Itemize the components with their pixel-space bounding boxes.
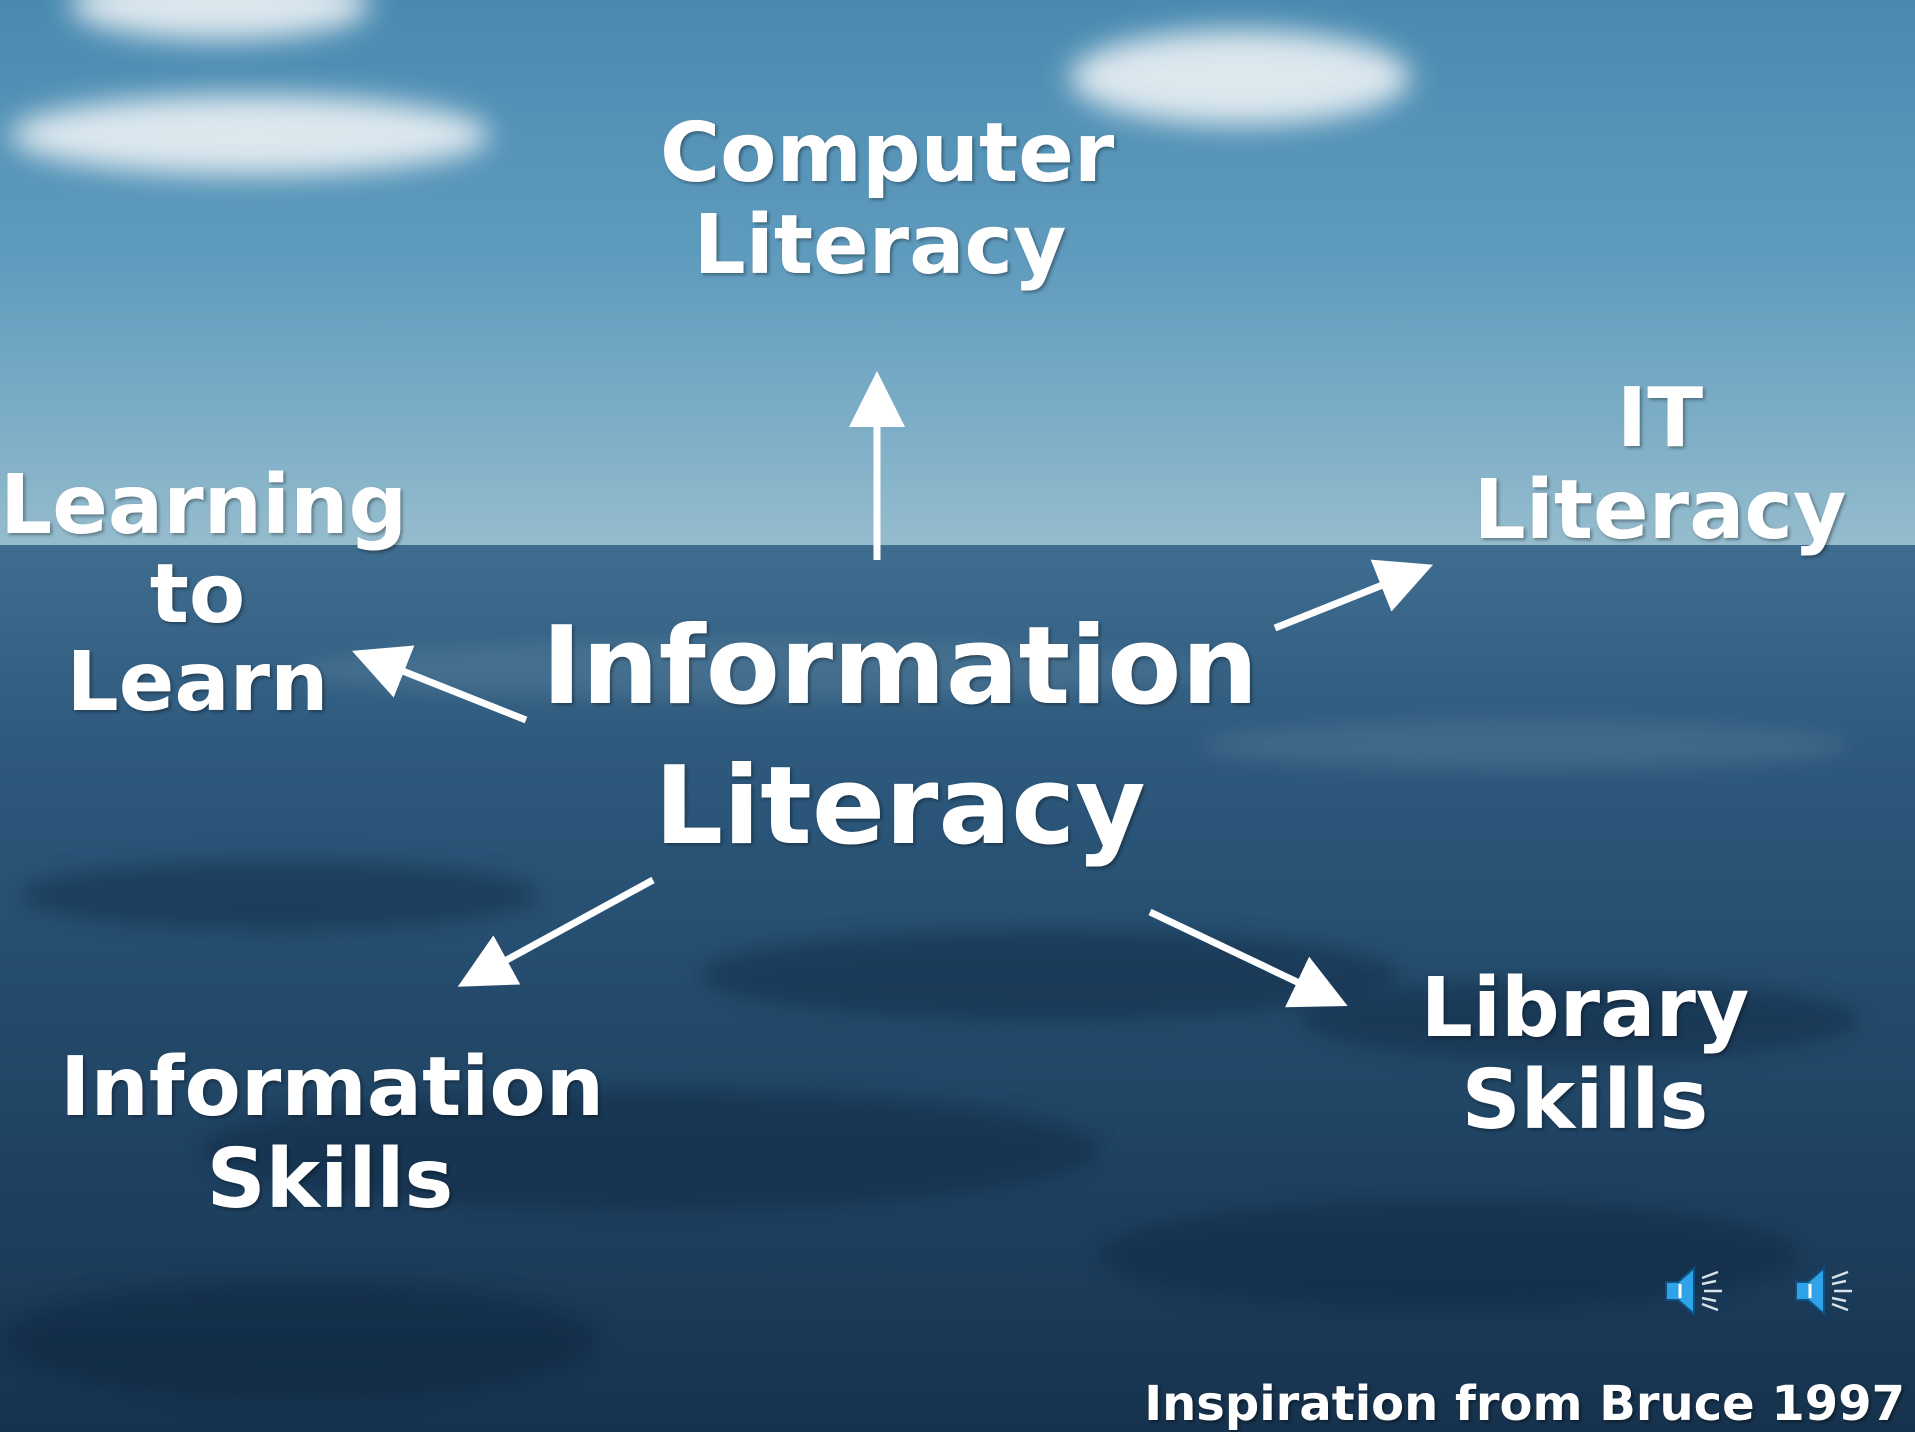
speaker-icon[interactable] bbox=[1790, 1258, 1856, 1324]
node-information-skills: Information Skills bbox=[60, 1040, 605, 1227]
node-label-line: Library bbox=[1420, 961, 1750, 1056]
cloud bbox=[10, 95, 490, 175]
node-learning-to-learn: Learning to Learn bbox=[0, 458, 408, 731]
node-label-line: Learning bbox=[0, 458, 408, 553]
node-label-line: Literacy bbox=[693, 197, 1067, 293]
node-it-literacy: IT Literacy bbox=[1470, 373, 1850, 557]
center-label-line: Information bbox=[541, 604, 1259, 729]
node-label-line: Information bbox=[60, 1040, 605, 1135]
node-label-line: IT bbox=[1616, 371, 1704, 466]
node-label-line: to bbox=[149, 546, 246, 642]
node-label-line: Skills bbox=[1461, 1052, 1709, 1148]
wave bbox=[20, 860, 540, 930]
arrow-to-information-skills bbox=[457, 876, 655, 987]
node-label-line: Skills bbox=[206, 1131, 454, 1227]
wave bbox=[0, 1280, 600, 1400]
wave bbox=[200, 1090, 1100, 1210]
node-library-skills: Library Skills bbox=[1400, 963, 1770, 1147]
speaker-icon[interactable] bbox=[1660, 1258, 1726, 1324]
arrow-to-learning-to-learn bbox=[351, 645, 528, 724]
arrow-to-it-literacy bbox=[1273, 559, 1433, 632]
node-computer-literacy: Computer Literacy bbox=[660, 106, 1115, 293]
center-label-line: Literacy bbox=[654, 744, 1146, 870]
node-label-line: Learn bbox=[66, 635, 329, 731]
credit-text: Inspiration from Bruce 1997 bbox=[1144, 1376, 1905, 1432]
arrow-to-library-skills bbox=[1148, 908, 1348, 1008]
node-label-line: Computer bbox=[660, 106, 1115, 201]
sea-background bbox=[0, 545, 1915, 1432]
wave bbox=[1300, 980, 1860, 1060]
wave-highlight bbox=[1200, 720, 1850, 770]
node-information-literacy-center: Information Literacy bbox=[540, 597, 1260, 878]
node-label-line: Literacy bbox=[1473, 462, 1847, 558]
cloud bbox=[1070, 30, 1410, 125]
